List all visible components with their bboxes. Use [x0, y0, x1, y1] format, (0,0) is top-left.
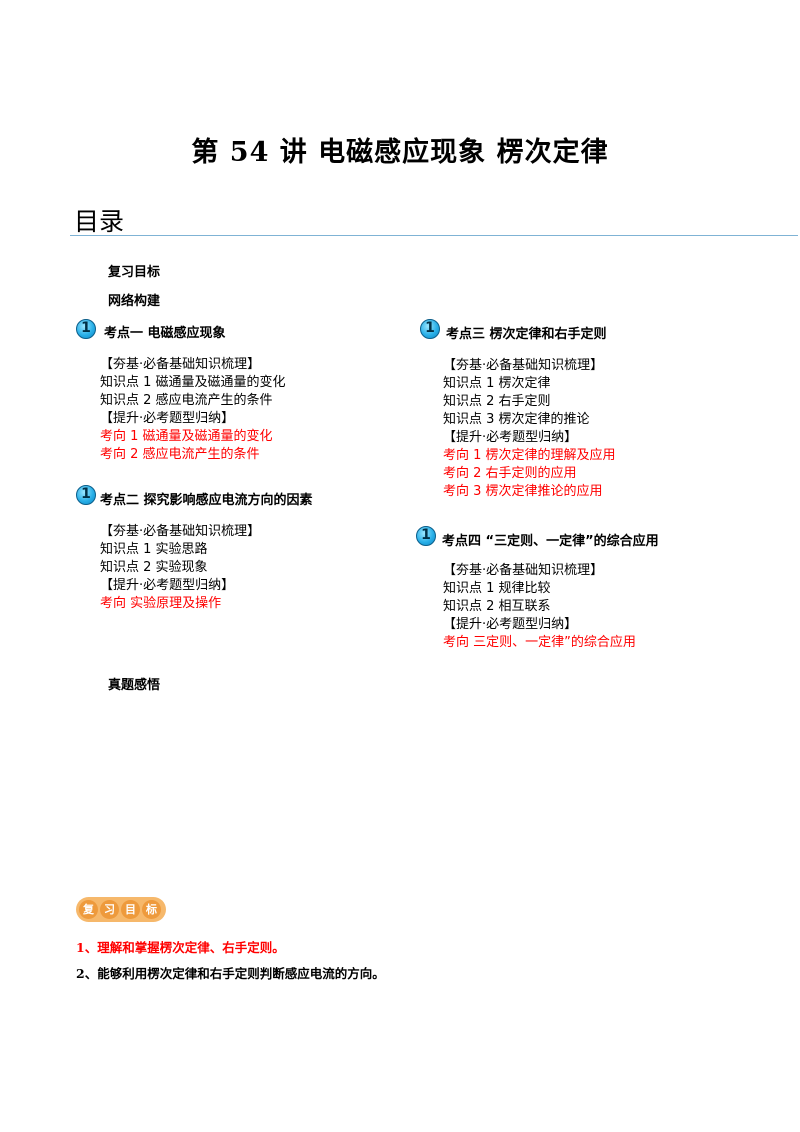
number-one-icon: 1 [76, 485, 96, 505]
number-one-icon: 1 [420, 319, 440, 339]
toc-heading: 目录 [74, 207, 125, 236]
kp1-line[interactable]: 知识点 1 磁通量及磁通量的变化 [100, 375, 286, 390]
kp4-items: 【夯基·必备基础知识梳理】 知识点 1 规律比较 知识点 2 相互联系 【提升·… [443, 562, 636, 652]
badge-char: 复 [79, 900, 98, 919]
kp2-line[interactable]: 知识点 1 实验思路 [100, 542, 208, 557]
kp1-red-line[interactable]: 考向 2 感应电流产生的条件 [100, 447, 260, 462]
kp2-line[interactable]: 知识点 2 实验现象 [100, 560, 208, 575]
review-goals-badge: 复 习 目 标 [76, 897, 166, 922]
kp4-red-line[interactable]: 考向 三定则、一定律”的综合应用 [443, 635, 636, 650]
kp1-items: 【夯基·必备基础知识梳理】 知识点 1 磁通量及磁通量的变化 知识点 2 感应电… [100, 356, 286, 464]
toc-item-real-exam[interactable]: 真题感悟 [108, 678, 161, 693]
kp3-red-line[interactable]: 考向 2 右手定则的应用 [443, 466, 577, 481]
number-one-icon: 1 [76, 319, 96, 339]
kp2-red-line[interactable]: 考向 实验原理及操作 [100, 596, 222, 611]
number-one-icon: 1 [416, 526, 436, 546]
kp2-line[interactable]: 【提升·必考题型归纳】 [100, 578, 235, 593]
kp3-line[interactable]: 【提升·必考题型归纳】 [443, 430, 578, 445]
toc-section-kp1[interactable]: 考点一 电磁感应现象 [104, 326, 226, 341]
kp1-line[interactable]: 【夯基·必备基础知识梳理】 [100, 357, 261, 372]
toc-section-kp4[interactable]: 考点四 “三定则、一定律”的综合应用 [442, 534, 659, 549]
kp4-line[interactable]: 知识点 2 相互联系 [443, 599, 551, 614]
kp3-red-line[interactable]: 考向 3 楞次定律推论的应用 [443, 484, 603, 499]
kp2-line[interactable]: 【夯基·必备基础知识梳理】 [100, 524, 261, 539]
kp3-items: 【夯基·必备基础知识梳理】 知识点 1 楞次定律 知识点 2 右手定则 知识点 … [443, 357, 616, 501]
page-title: 第 54 讲 电磁感应现象 楞次定律 [191, 137, 609, 168]
kp1-line[interactable]: 知识点 2 感应电流产生的条件 [100, 393, 273, 408]
kp4-line[interactable]: 知识点 1 规律比较 [443, 581, 551, 596]
toc-section-kp3[interactable]: 考点三 楞次定律和右手定则 [446, 327, 607, 342]
kp1-line[interactable]: 【提升·必考题型归纳】 [100, 411, 235, 426]
badge-char: 目 [121, 900, 140, 919]
toc-item-review-goals[interactable]: 复习目标 [108, 265, 161, 280]
kp3-line[interactable]: 【夯基·必备基础知识梳理】 [443, 358, 604, 373]
kp1-red-line[interactable]: 考向 1 磁通量及磁通量的变化 [100, 429, 273, 444]
toc-item-network[interactable]: 网络构建 [108, 294, 161, 309]
objective-item: 1、理解和掌握楞次定律、右手定则。 [76, 940, 285, 955]
kp3-line[interactable]: 知识点 2 右手定则 [443, 394, 551, 409]
kp3-line[interactable]: 知识点 1 楞次定律 [443, 376, 551, 391]
kp4-line[interactable]: 【夯基·必备基础知识梳理】 [443, 563, 604, 578]
kp3-red-line[interactable]: 考向 1 楞次定律的理解及应用 [443, 448, 616, 463]
kp3-line[interactable]: 知识点 3 楞次定律的推论 [443, 412, 590, 427]
badge-char: 习 [100, 900, 119, 919]
objective-item: 2、能够利用楞次定律和右手定则判断感应电流的方向。 [76, 966, 385, 981]
badge-char: 标 [142, 900, 161, 919]
kp2-items: 【夯基·必备基础知识梳理】 知识点 1 实验思路 知识点 2 实验现象 【提升·… [100, 523, 260, 613]
toc-divider [70, 235, 798, 236]
toc-section-kp2[interactable]: 考点二 探究影响感应电流方向的因素 [100, 493, 313, 508]
kp4-line[interactable]: 【提升·必考题型归纳】 [443, 617, 578, 632]
